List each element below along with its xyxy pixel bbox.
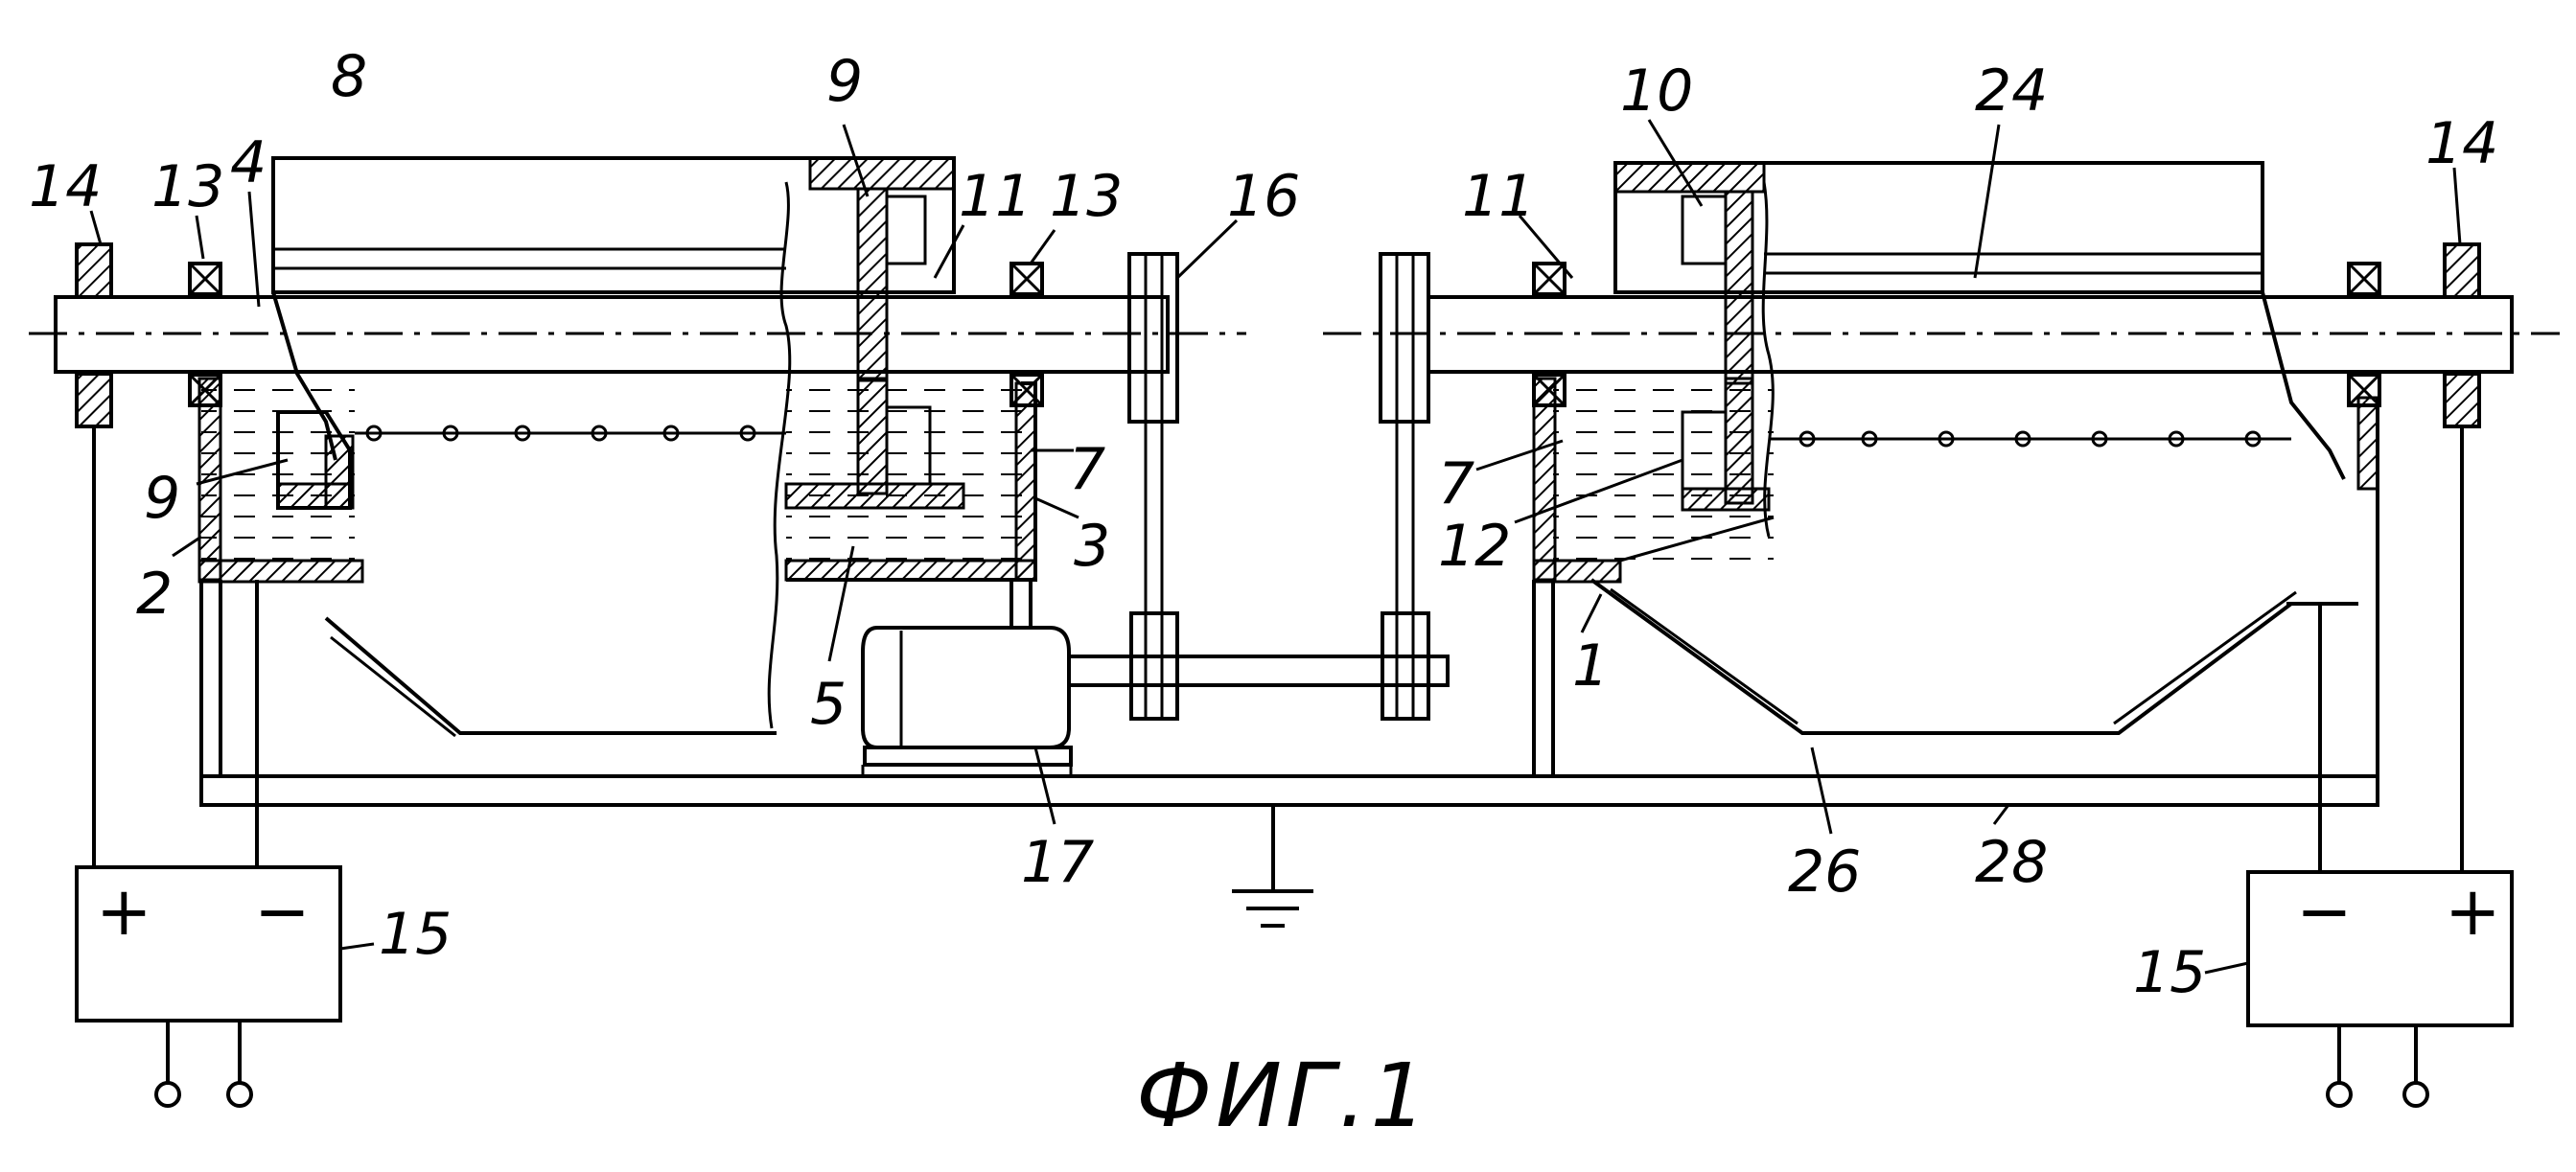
label-24: 24	[1975, 57, 2048, 125]
label-11-right: 11	[1462, 163, 1535, 230]
left-pulley-16	[1129, 254, 1177, 422]
label-8: 8	[331, 43, 367, 110]
label-14-right: 14	[2425, 110, 2498, 177]
label-15-right: 15	[2133, 939, 2206, 1006]
ground-symbol	[1232, 805, 1313, 926]
left-bath-right	[786, 383, 1035, 575]
label-12: 12	[1438, 513, 1511, 580]
label-14-left: 14	[29, 153, 102, 220]
right-hopper	[1591, 580, 2291, 733]
figure-caption: ФИГ.1	[1136, 1045, 1430, 1147]
label-10: 10	[1620, 57, 1693, 125]
label-17: 17	[1021, 829, 1094, 896]
left-terminal-2	[228, 1083, 251, 1106]
label-11-left: 11	[959, 163, 1032, 230]
left-plus-sign: +	[96, 872, 152, 951]
label-4: 4	[230, 129, 267, 196]
right-power-supply-15: − +	[2248, 426, 2512, 1106]
right-terminal-1	[2328, 1083, 2351, 1106]
right-plus-sign: +	[2445, 872, 2501, 951]
right-unit	[1381, 163, 2512, 872]
right-beads	[1769, 432, 2291, 446]
left-unit	[56, 158, 1177, 805]
label-3: 3	[1074, 513, 1110, 580]
right-terminal-2	[2404, 1083, 2427, 1106]
label-9-top: 9	[826, 48, 863, 115]
label-5: 5	[810, 671, 847, 738]
motor-17	[863, 628, 1448, 765]
label-2: 2	[136, 561, 173, 628]
base-frame-28	[201, 765, 2378, 805]
right-brush-14	[2445, 244, 2479, 297]
label-1: 1	[1572, 632, 1609, 700]
left-hopper	[326, 618, 777, 733]
label-26: 26	[1788, 839, 1861, 906]
left-terminal-1	[156, 1083, 179, 1106]
left-beads	[355, 426, 786, 440]
right-minus-sign: −	[2296, 872, 2353, 951]
left-brush-14	[77, 244, 111, 297]
drive-shaft	[1069, 656, 1448, 685]
left-flange-top	[810, 158, 954, 189]
label-13-mid: 13	[1050, 163, 1123, 230]
label-15-left: 15	[379, 901, 452, 968]
label-16: 16	[1227, 163, 1300, 230]
label-28: 28	[1975, 829, 2048, 896]
label-7-left: 7	[1069, 436, 1105, 503]
left-minus-sign: −	[254, 872, 311, 951]
label-13-left: 13	[151, 153, 224, 220]
label-7-right: 7	[1438, 450, 1474, 517]
right-pulley	[1381, 254, 1428, 719]
label-9-left: 9	[144, 465, 180, 532]
